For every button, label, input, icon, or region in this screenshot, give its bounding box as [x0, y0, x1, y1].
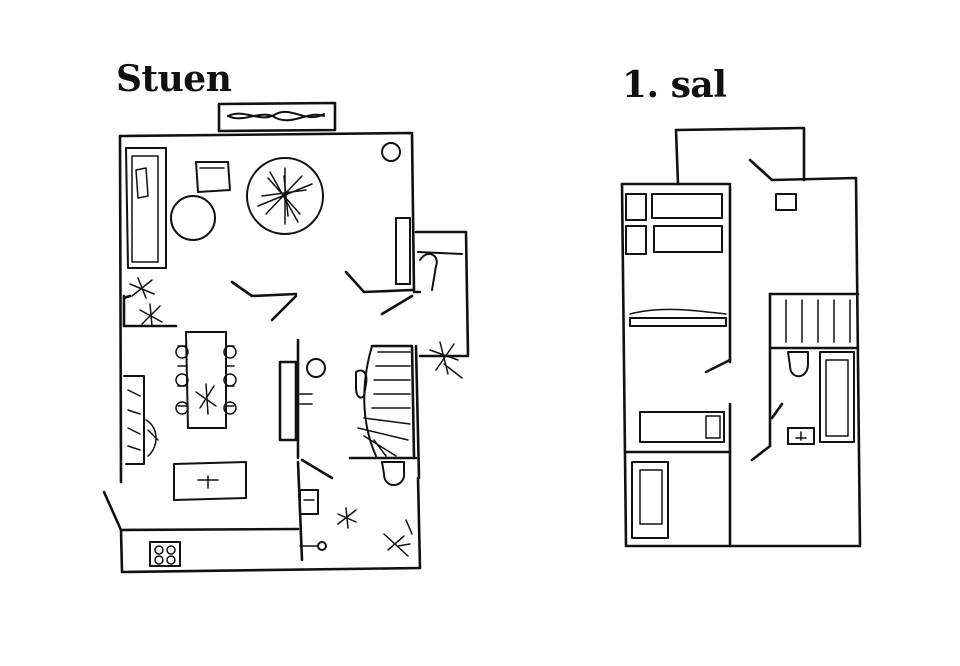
first-floor-plan: [620, 126, 862, 548]
first-floor-middle-room: [629, 308, 727, 327]
sink-upstairs: [787, 427, 815, 445]
first-floor-label: 1. sal: [622, 64, 727, 106]
bed-1: [625, 193, 647, 221]
kitchen-island: [173, 461, 247, 501]
armchair: [195, 161, 231, 193]
bed-2: [651, 193, 723, 219]
round-side-table: [170, 195, 216, 241]
desk: [629, 317, 727, 327]
stove: [149, 541, 181, 567]
bed-5: [639, 411, 725, 443]
plant-bath-2: [383, 519, 413, 557]
bed-6: [631, 461, 669, 539]
corner-lamp: [381, 142, 401, 162]
first-floor-outer-walls: [620, 126, 862, 548]
ground-floor-kitchen: [149, 461, 247, 567]
ground-floor-window: [227, 111, 325, 122]
ground-floor-terrace-plant: [429, 341, 463, 379]
plant: [257, 167, 313, 225]
plant-living: [129, 277, 155, 299]
plant-dining: [139, 303, 163, 327]
sink: [299, 489, 319, 515]
ground-floor-shelf: [123, 375, 159, 465]
first-floor-bathroom: [787, 351, 855, 445]
ground-floor-interior-walls: [122, 270, 418, 562]
ground-floor-dining: [139, 303, 237, 429]
bed-3: [625, 225, 647, 255]
bathtub: [819, 351, 855, 443]
ground-floor-label: Stuen: [116, 58, 232, 100]
toilet: [381, 461, 406, 486]
ground-floor-outer-walls: [102, 101, 422, 574]
sofa: [125, 147, 167, 269]
ground-floor-terrace: [414, 230, 470, 358]
first-floor-interior-walls: [624, 158, 860, 548]
round-rug: [246, 157, 324, 235]
toilet-upstairs: [787, 351, 809, 378]
chair-top: [775, 193, 797, 211]
ground-floor-living-furniture: [125, 142, 411, 299]
ground-floor-bathroom: [299, 461, 413, 557]
first-floor-bedroom-top: [625, 193, 797, 255]
sideboard: [395, 217, 411, 285]
bed-4: [653, 225, 723, 253]
plant-bath: [337, 507, 357, 529]
ground-floor-plan: [102, 101, 470, 574]
ground-floor-stairs: [299, 345, 411, 457]
first-floor-stairs: [785, 299, 851, 343]
plant-shelf: [145, 419, 159, 457]
table-flowers: [195, 383, 217, 415]
first-floor-bedroom-bottom: [631, 411, 725, 539]
dining-table: [185, 331, 227, 429]
